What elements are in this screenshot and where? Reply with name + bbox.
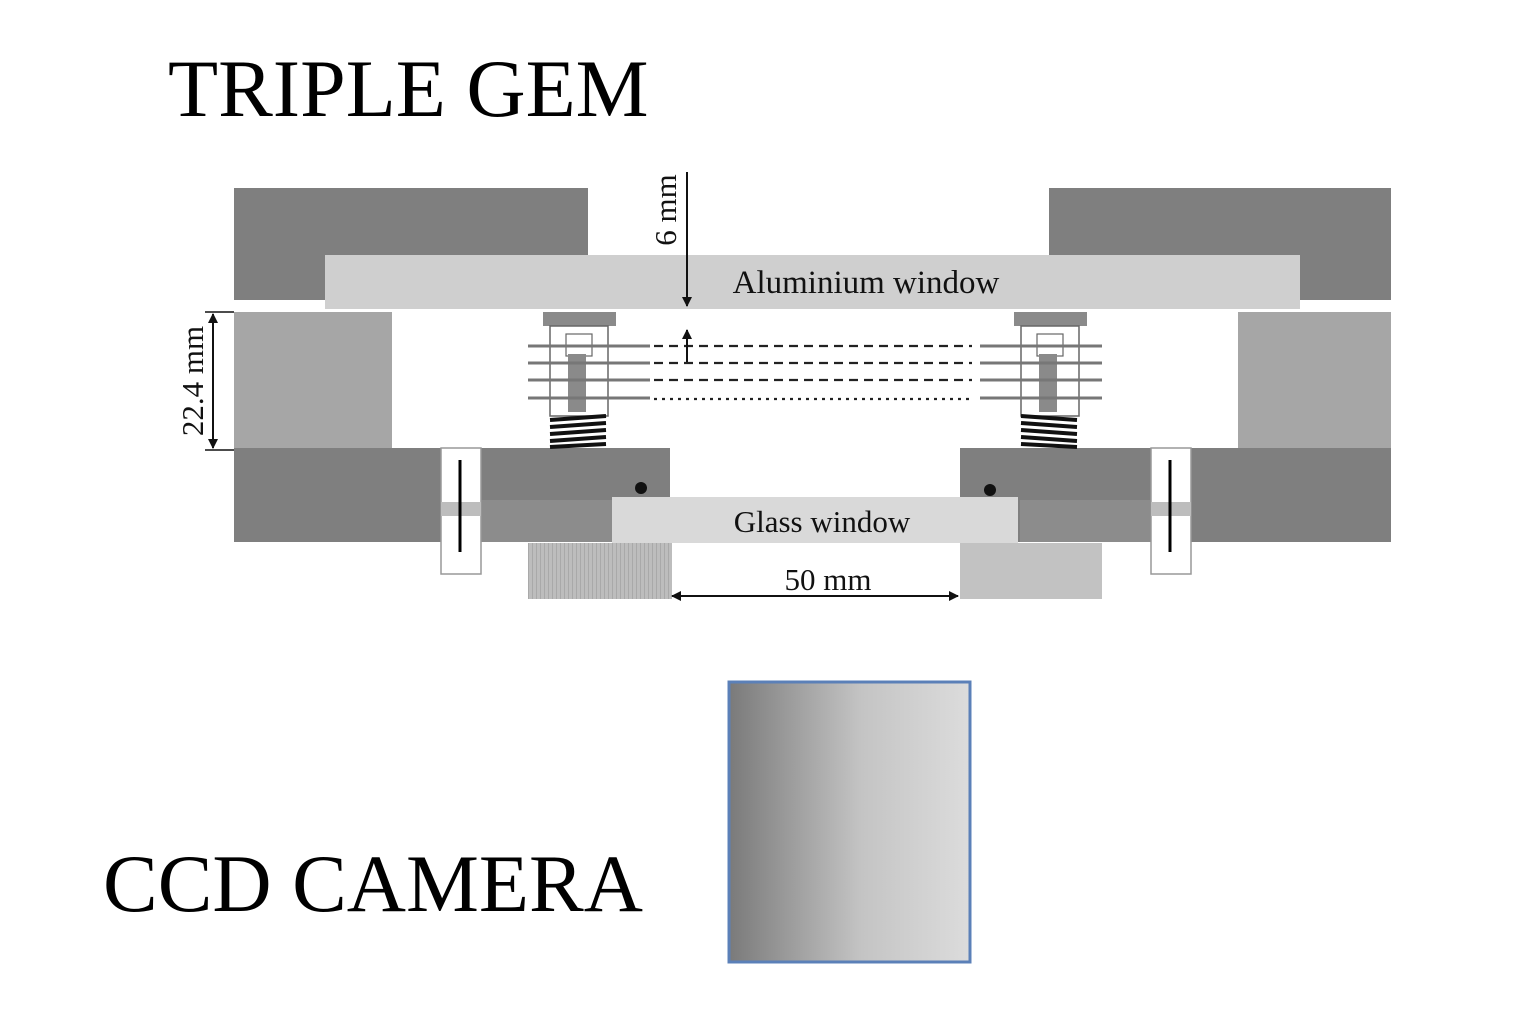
dim-gap-label: 6 mm (648, 174, 683, 245)
dim-width-label: 50 mm (785, 562, 872, 597)
triple-gem-title: TRIPLE GEM (168, 43, 649, 134)
gem-foils (654, 344, 972, 401)
right-gem-support (980, 312, 1102, 449)
ccd-camera-title: CCD CAMERA (103, 838, 643, 929)
glass-window-label: Glass window (734, 504, 911, 539)
aluminium-window-label: Aluminium window (733, 265, 1000, 301)
glass-window (612, 497, 1018, 543)
o-ring-left (635, 482, 647, 494)
aluminium-window (325, 255, 1300, 309)
left-side-block (234, 312, 392, 448)
lower-flange-right (960, 543, 1102, 599)
left-clamp-screw (440, 447, 482, 575)
right-side-block (1238, 312, 1391, 448)
dim-height-label: 22.4 mm (175, 326, 210, 436)
lower-flange-left (528, 543, 672, 599)
right-clamp-screw (1150, 447, 1192, 575)
ccd-camera-box (727, 680, 972, 964)
left-gem-support (528, 312, 650, 449)
o-ring-right (984, 484, 996, 496)
